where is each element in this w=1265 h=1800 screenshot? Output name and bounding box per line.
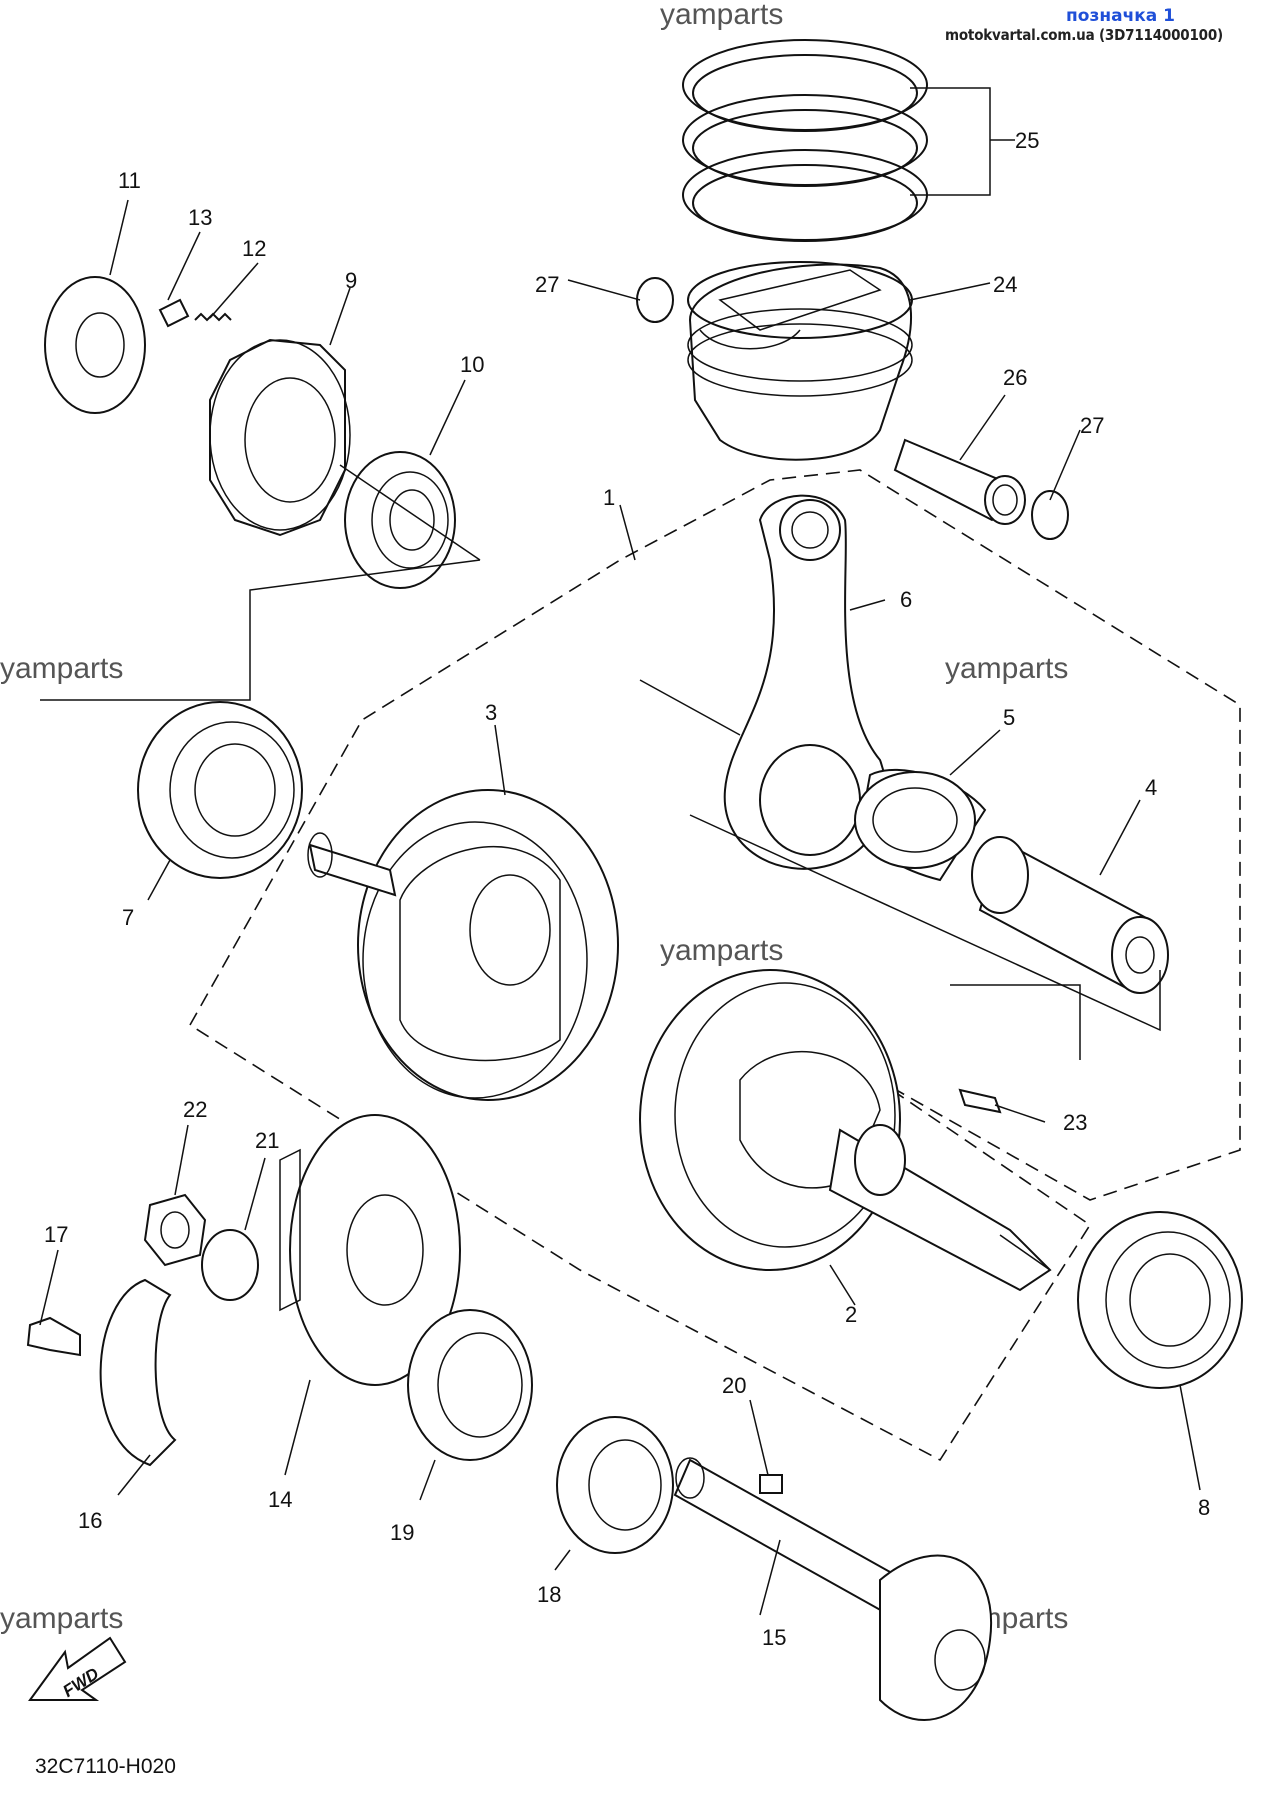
callout-19: 19 [390,1520,414,1545]
header-source: motokvartal.com.ua (3D7114000100) [945,26,1223,44]
callout-7: 7 [122,905,134,930]
callout-18: 18 [537,1582,561,1607]
piston [687,261,913,461]
needle-bearing [556,1416,674,1554]
main-bearing-right [137,701,303,879]
ball-bearing [407,1309,533,1461]
primary-drive-gear [209,338,351,537]
watermark: yamparts [660,0,783,31]
piston-pin [893,438,1026,525]
callout-6: 6 [900,587,912,612]
spacer-seal [344,451,456,589]
connecting-rod [723,494,887,870]
callout-13: 13 [188,205,212,230]
watermark: yamparts [0,1602,123,1635]
balancer-shaft [673,1457,993,1721]
callout-3: 3 [485,700,497,725]
circlip [1031,490,1069,540]
callout-26: 26 [1003,365,1027,390]
crank-pin [971,836,1169,994]
callout-11: 11 [118,168,141,193]
crank-web-left [639,969,1052,1292]
lock-washer [201,1229,259,1301]
balancer-drive-gear [279,1114,461,1386]
callout-27-right: 27 [1080,413,1104,438]
callout-2: 2 [845,1302,857,1327]
crank-web-right [307,789,619,1101]
callout-20: 20 [722,1373,746,1398]
bolt [26,1316,81,1357]
crankshaft-assembly-boundary [188,469,1241,1462]
woodruff-key [958,1088,1002,1114]
callout-21: 21 [255,1128,279,1153]
watermark: yamparts [945,652,1068,685]
callout-16: 16 [78,1508,102,1533]
watermark: yamparts [660,934,783,967]
piston-ring-set [682,39,928,242]
callout-22: 22 [183,1097,207,1122]
main-bearing-left [1077,1211,1243,1389]
callout-9: 9 [345,268,357,293]
callout-10: 10 [460,352,484,377]
big-end-needle-bearing [854,768,987,882]
nut [143,1193,207,1267]
fwd-direction-arrow: FWD [28,1636,127,1701]
callout-12: 12 [242,236,266,261]
callout-5: 5 [1003,705,1015,730]
header-label: позначка 1 [1066,6,1175,26]
callout-24: 24 [993,272,1017,297]
callout-25: 25 [1015,128,1039,153]
callout-27-left: 27 [535,272,559,297]
callout-23: 23 [1063,1110,1087,1135]
callout-15: 15 [762,1625,786,1650]
key [759,1474,783,1494]
balancer-weight [99,1278,177,1467]
leader-lines [39,87,1201,1616]
retaining-plate [44,276,146,414]
callout-14: 14 [268,1487,292,1512]
callout-1: 1 [603,485,615,510]
dowel-pin [158,298,190,328]
circlip [636,277,674,323]
diagram-code: 32C7110-H020 [35,1755,176,1778]
callout-8: 8 [1198,1495,1210,1520]
watermark: yamparts [0,652,123,685]
callout-17: 17 [44,1222,68,1247]
callout-4: 4 [1145,775,1157,800]
